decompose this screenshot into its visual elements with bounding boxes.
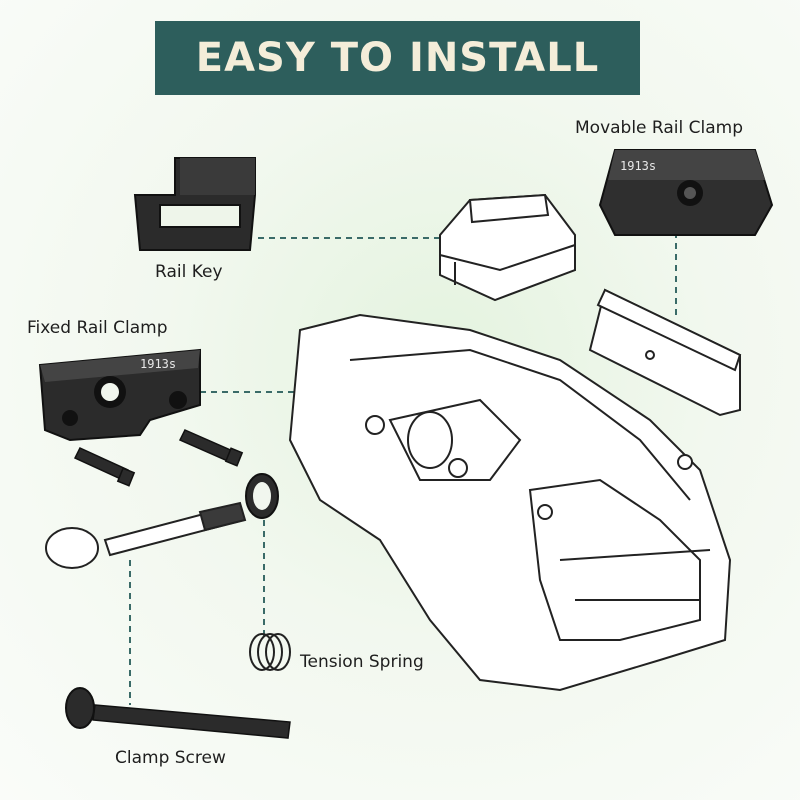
label-tension-spring: Tension Spring [300, 652, 424, 672]
tension-spring [249, 633, 291, 671]
movable-clamp-marking: 1913s [620, 159, 656, 173]
label-fixed-rail-clamp: Fixed Rail Clamp [27, 318, 168, 338]
light-body-outline [288, 313, 732, 692]
clamp-screw-part [65, 687, 291, 739]
banner-title: EASY TO INSTALL [195, 35, 600, 81]
fixed-rail-clamp-part: 1913s [38, 348, 201, 442]
small-screws [73, 429, 244, 487]
label-clamp-screw: Clamp Screw [115, 748, 226, 768]
nut-ring [245, 473, 279, 519]
rail-key-part [133, 157, 256, 251]
movable-rail-clamp-part: 1913s [598, 149, 774, 236]
label-movable-rail-clamp: Movable Rail Clamp [575, 118, 743, 138]
fixed-clamp-marking: 1913s [140, 357, 176, 371]
thumb-screw-outline [45, 501, 247, 569]
clamp-bar-outline [588, 288, 742, 417]
label-rail-key: Rail Key [155, 262, 223, 282]
title-banner: EASY TO INSTALL [155, 21, 640, 95]
rail-key-outline [439, 193, 576, 302]
